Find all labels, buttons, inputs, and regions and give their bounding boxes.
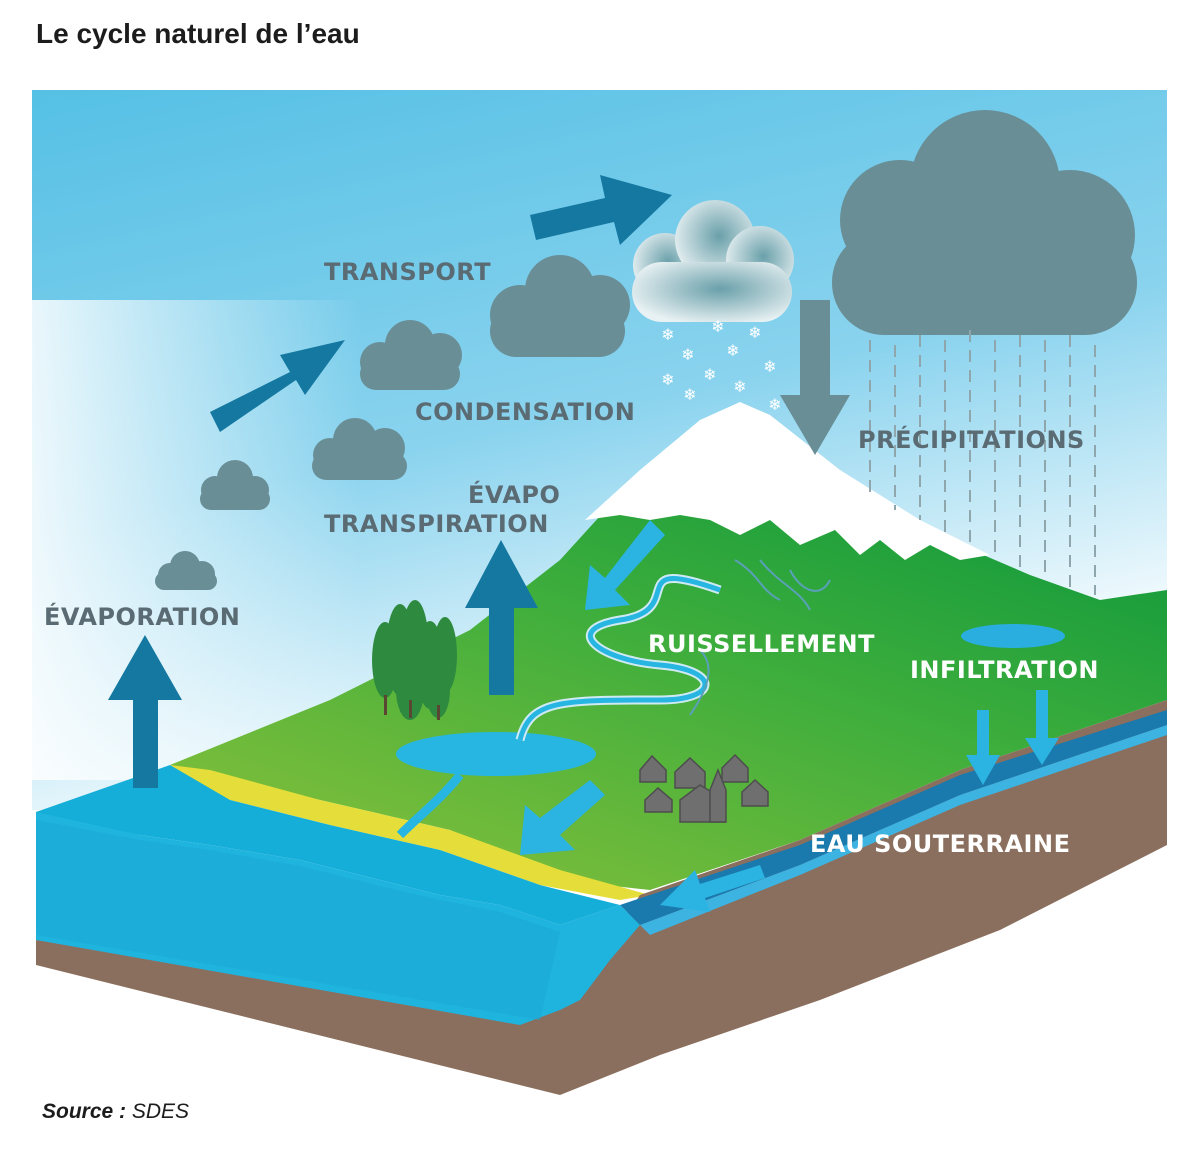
forest	[372, 600, 457, 720]
source-prefix: Source :	[42, 1100, 127, 1123]
cloud-snow	[632, 200, 794, 322]
cloud-medium-1	[312, 418, 407, 480]
arrow-ruissellement	[585, 520, 665, 610]
village	[639, 753, 769, 823]
svg-text:❄: ❄	[763, 357, 776, 376]
svg-text:❄: ❄	[711, 317, 724, 336]
svg-text:❄: ❄	[683, 385, 696, 404]
cloud-small-2	[200, 460, 270, 510]
diagram-title: Le cycle naturel de l’eau	[36, 18, 360, 49]
soil-left	[36, 940, 560, 1095]
snowflakes: ❄❄❄ ❄❄❄ ❄❄❄ ❄❄	[661, 317, 781, 414]
arrow-groundwater	[660, 865, 765, 912]
label-precipitations: PRÉCIPITATIONS	[858, 425, 1085, 454]
cloud-large-1	[490, 255, 630, 357]
arrow-evapotranspiration	[465, 540, 538, 695]
label-eau-souterraine: EAU SOUTERRAINE	[810, 830, 1070, 858]
land-green	[170, 470, 1167, 890]
label-evaporation: ÉVAPORATION	[44, 602, 240, 631]
arrow-infiltration-1	[966, 710, 1000, 785]
svg-text:❄: ❄	[703, 365, 716, 384]
svg-text:❄: ❄	[733, 377, 746, 396]
svg-text:❄: ❄	[681, 345, 694, 364]
cloud-rain	[832, 110, 1137, 335]
label-condensation: CONDENSATION	[415, 398, 635, 426]
label-evapo: ÉVAPO	[468, 480, 560, 509]
lake-infiltration	[961, 624, 1065, 648]
source-note: Source : SDES	[42, 1100, 189, 1124]
rain	[869, 330, 1096, 595]
streams	[689, 559, 831, 716]
svg-text:❄: ❄	[748, 323, 761, 342]
svg-text:❄: ❄	[768, 395, 781, 414]
cloud-medium-2	[360, 320, 462, 390]
arrow-transport-2	[530, 175, 672, 245]
arrow-transport-1	[210, 340, 345, 432]
label-transport: TRANSPORT	[324, 258, 491, 286]
snow-cap	[585, 402, 990, 560]
beach	[170, 765, 650, 900]
soil-right	[560, 700, 1167, 1095]
lake-main	[396, 732, 596, 776]
svg-text:❄: ❄	[661, 370, 674, 389]
cloud-small-1	[155, 551, 217, 590]
svg-text:❄: ❄	[661, 325, 674, 344]
arrow-runoff-to-sea	[520, 780, 605, 855]
arrow-infiltration-2	[1025, 690, 1059, 765]
label-transpiration: TRANSPIRATION	[324, 510, 549, 538]
source-value: SDES	[131, 1100, 190, 1123]
svg-text:❄: ❄	[726, 341, 739, 360]
sea-surface	[36, 765, 620, 925]
label-ruissellement: RUISSELLEMENT	[648, 630, 875, 658]
arrow-precipitations	[780, 300, 850, 455]
arrow-evaporation	[108, 635, 182, 788]
label-infiltration: INFILTRATION	[910, 656, 1099, 684]
